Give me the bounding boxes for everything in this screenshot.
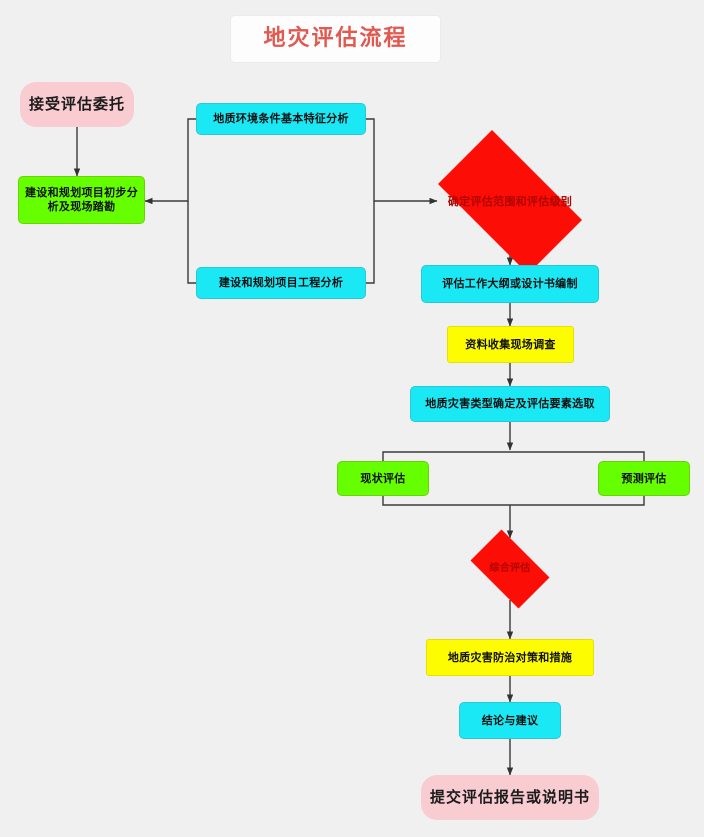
node-hazard-type-and-factors[interactable]: 地质灾害类型确定及评估要素选取 — [410, 386, 610, 422]
node-data-collection-survey-label: 资料收集现场调查 — [465, 337, 556, 351]
node-countermeasures[interactable]: 地质灾害防治对策和措施 — [426, 639, 594, 676]
node-comprehensive-assessment-label: 综合评估 — [489, 562, 531, 574]
node-work-outline-label: 评估工作大纲或设计书编制 — [442, 277, 578, 291]
node-start[interactable]: 接受评估委托 — [20, 82, 134, 127]
edge-projeng-to-bracket — [187, 201, 196, 284]
node-current-assessment[interactable]: 现状评估 — [337, 461, 429, 496]
node-preliminary-analysis-label: 建设和规划项目初步分析及现场踏勘 — [25, 186, 138, 213]
node-scope-and-level-decision-label: 确定评估范围和评估级别 — [447, 195, 573, 209]
node-prediction-assessment[interactable]: 预测评估 — [598, 461, 690, 496]
node-preliminary-analysis[interactable]: 建设和规划项目初步分析及现场踏勘 — [18, 176, 145, 224]
diagram-title: 地灾评估流程 — [231, 16, 440, 62]
node-scope-and-level-decision[interactable]: 确定评估范围和评估级别 — [420, 130, 600, 274]
node-project-engineering-analysis-label: 建设和规划项目工程分析 — [218, 276, 344, 290]
edge-split-bracket — [382, 451, 645, 461]
node-submit-report[interactable]: 提交评估报告或说明书 — [421, 775, 599, 820]
node-work-outline[interactable]: 评估工作大纲或设计书编制 — [421, 265, 599, 303]
node-geo-environment-analysis[interactable]: 地质环境条件基本特征分析 — [196, 103, 366, 135]
node-submit-report-label: 提交评估报告或说明书 — [429, 788, 590, 807]
node-comprehensive-assessment[interactable]: 综合评估 — [462, 529, 558, 609]
edge-geoenv-to-preliminary — [144, 118, 196, 205]
node-current-assessment-label: 现状评估 — [360, 471, 406, 485]
node-data-collection-survey[interactable]: 资料收集现场调查 — [447, 326, 574, 363]
node-hazard-type-and-factors-label: 地质灾害类型确定及评估要素选取 — [425, 397, 595, 411]
node-prediction-assessment-label: 预测评估 — [621, 471, 667, 485]
diagram-title-label: 地灾评估流程 — [263, 26, 408, 52]
node-project-engineering-analysis[interactable]: 建设和规划项目工程分析 — [196, 267, 366, 299]
edge-merge-bracket — [382, 496, 645, 506]
node-countermeasures-label: 地质灾害防治对策和措施 — [447, 650, 573, 664]
node-start-label: 接受评估委托 — [28, 95, 125, 114]
node-conclusion-suggestions-label: 结论与建议 — [481, 713, 539, 727]
node-geo-environment-analysis-label: 地质环境条件基本特征分析 — [213, 112, 349, 126]
node-conclusion-suggestions[interactable]: 结论与建议 — [459, 702, 561, 739]
edge-projeng-to-right-bracket — [366, 201, 375, 284]
